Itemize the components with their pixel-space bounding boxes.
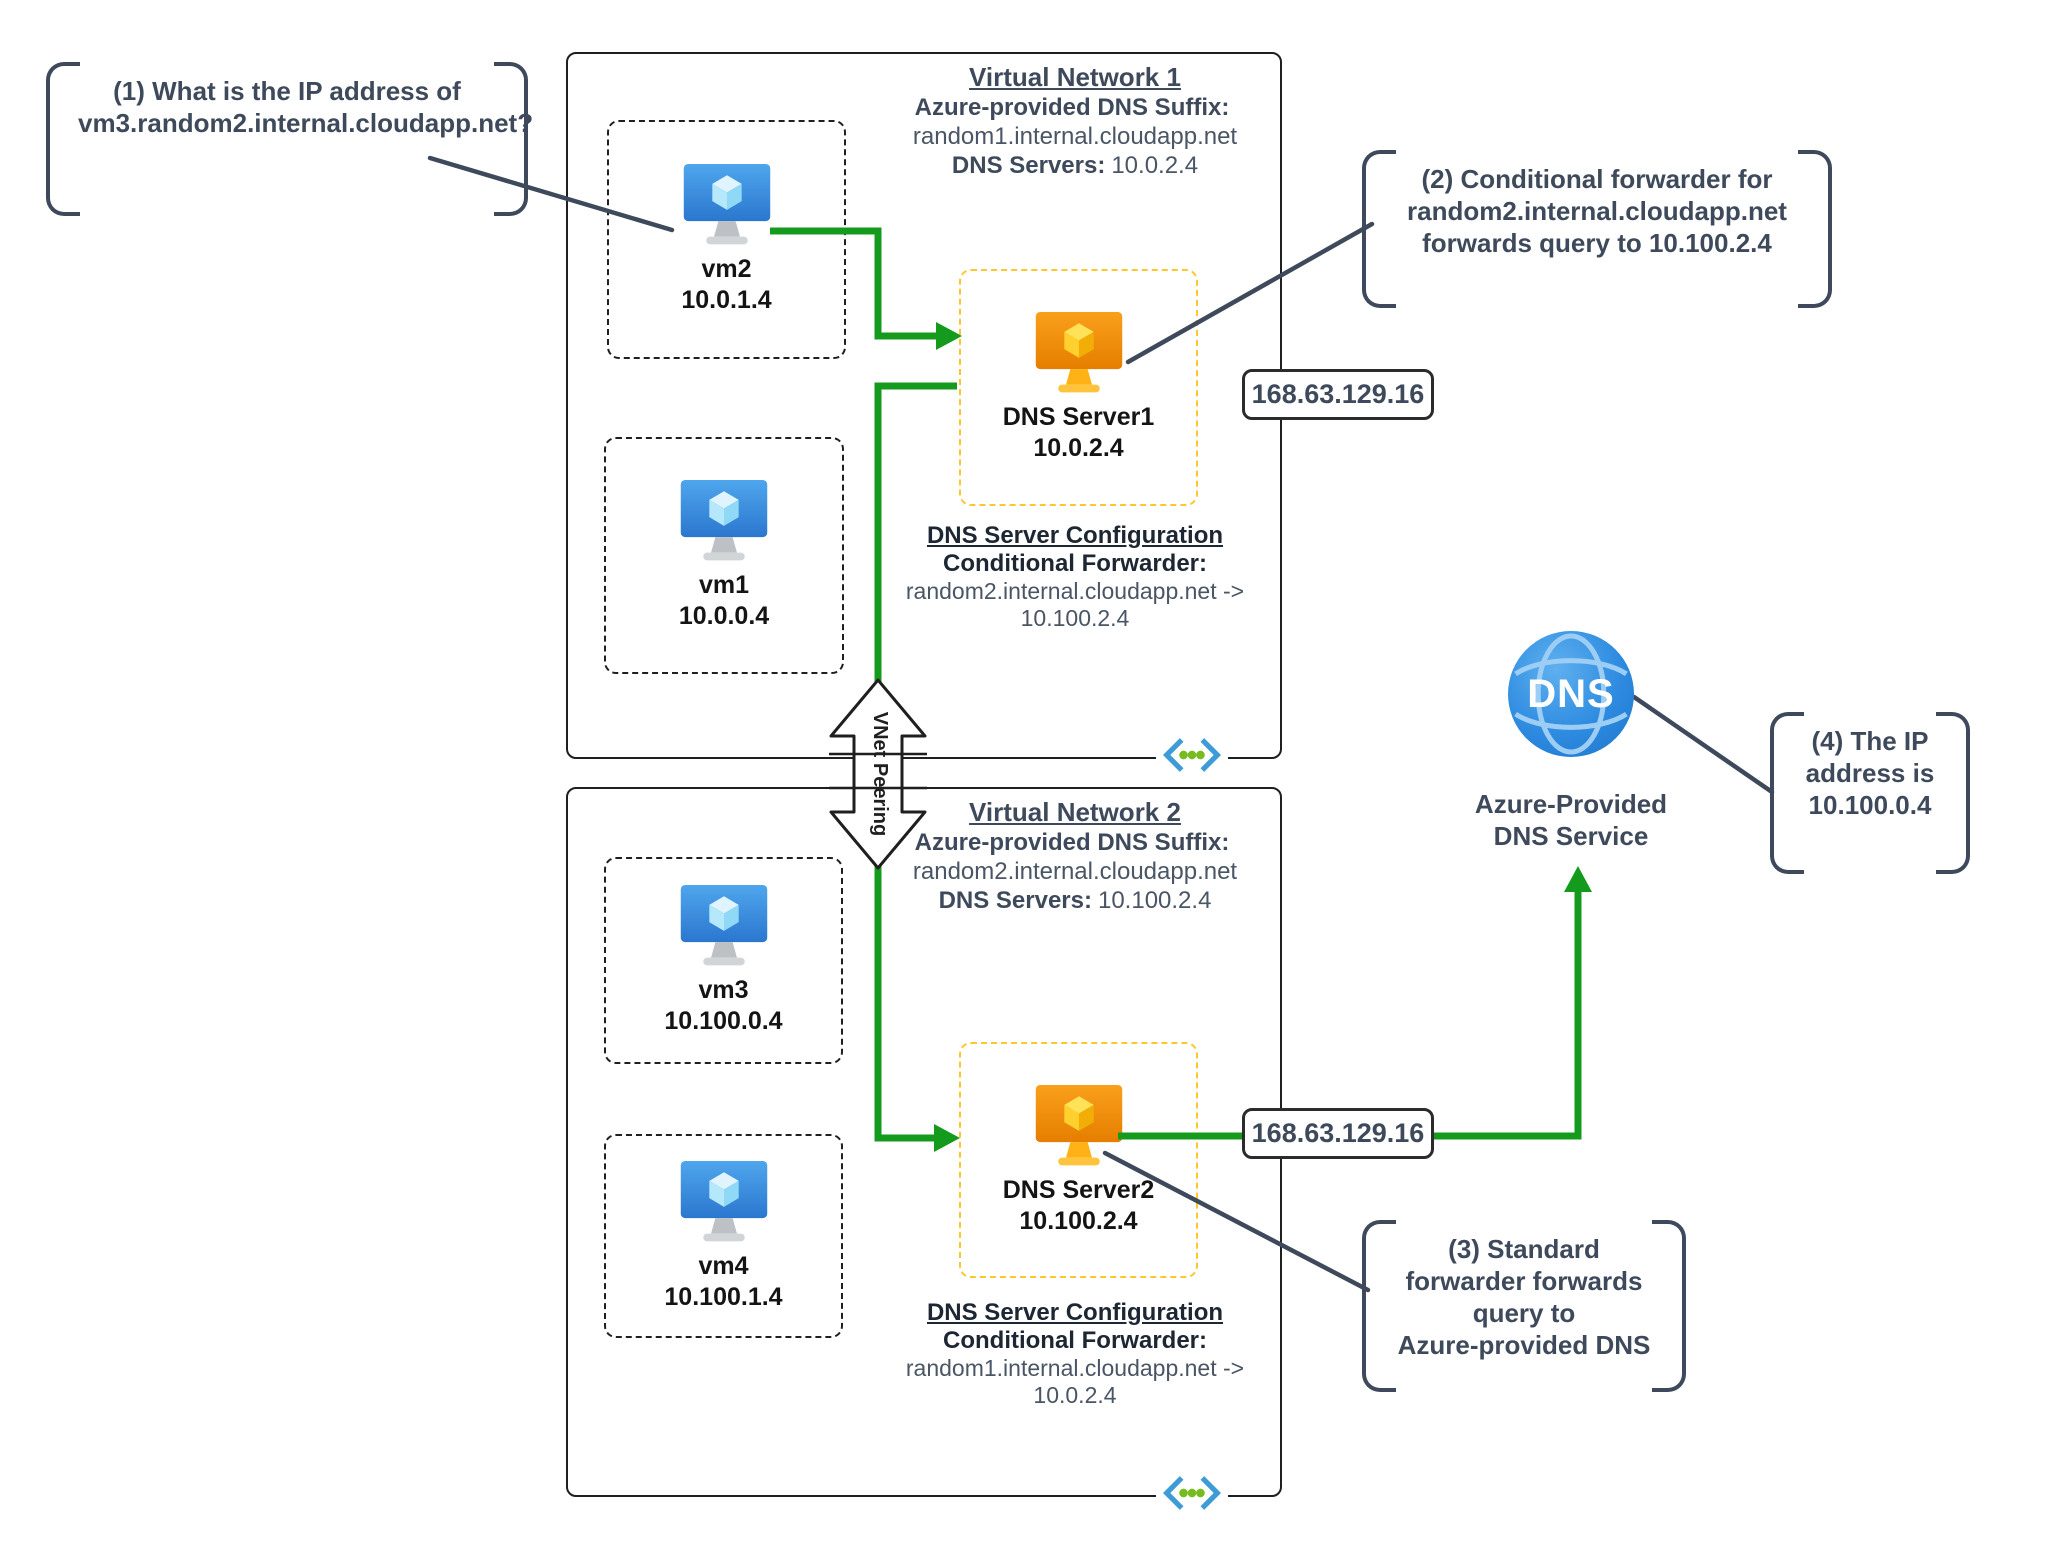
vm4-name: vm4: [698, 1251, 749, 1280]
vnet1-badge: [1156, 732, 1228, 778]
nat-ip-pill-vnet2: 168.63.129.16: [1242, 1108, 1434, 1159]
callout3-line2: forwarder forwards: [1405, 1266, 1643, 1296]
vm3-name: vm3: [698, 976, 749, 1004]
virtual-network-icon: [1161, 734, 1223, 776]
callout4-line1: (4) The IP: [1811, 726, 1929, 756]
vnet2-suffix-label: Azure-provided DNS Suffix:: [914, 829, 1230, 856]
callout-1: (1) What is the IP address of vm3.random…: [46, 62, 534, 216]
arrowhead-azuredns: [1564, 866, 1592, 892]
callout3-line1: (3) Standard: [1448, 1234, 1600, 1264]
connector-globe-callout4: [1631, 694, 1775, 795]
vnet2-box: Virtual Network 2 Azure-provided DNS Suf…: [566, 787, 1282, 1497]
vm-monitor-icon: [672, 885, 776, 968]
bracket-left: [46, 62, 80, 216]
callout3-line4: Azure-provided DNS: [1397, 1330, 1651, 1360]
vnet1-box: Virtual Network 1 Azure-provided DNS Suf…: [566, 52, 1282, 759]
vnet1-suffix-value: random1.internal.cloudapp.net: [912, 123, 1238, 150]
vnet1-dns-label: DNS Servers:: [951, 152, 1106, 179]
vnet2-title: Virtual Network 2: [969, 797, 1181, 827]
vm2-box: vm2 10.0.1.4: [607, 120, 846, 359]
dns-server1-box: DNS Server1 10.0.2.4: [959, 269, 1198, 506]
callout4-line2: address is: [1805, 758, 1935, 788]
vnet1-dns-value: 10.0.2.4: [1111, 152, 1199, 179]
dns-config1: DNS Server Configuration Conditional For…: [842, 522, 1308, 632]
callout3-line3: query to: [1472, 1298, 1576, 1328]
vm1-box: vm1 10.0.0.4: [604, 437, 844, 674]
callout-2: (2) Conditional forwarder for random2.in…: [1362, 150, 1832, 308]
dns-globe-text: DNS: [1527, 671, 1615, 716]
dns-config1-title: DNS Server Configuration: [926, 522, 1224, 549]
vm-monitor-icon: [672, 480, 776, 563]
vnet2-badge: [1156, 1470, 1228, 1516]
vnet2-suffix-value: random2.internal.cloudapp.net: [912, 858, 1238, 885]
vm4-ip: 10.100.1.4: [664, 1282, 783, 1311]
azure-dns-service-label: Azure-Provided DNS Service: [1421, 788, 1721, 852]
dns-config2-title: DNS Server Configuration: [926, 1299, 1224, 1326]
dns-server2-ip: 10.100.2.4: [1019, 1206, 1138, 1235]
vnet2-header: Virtual Network 2 Azure-provided DNS Suf…: [852, 797, 1298, 915]
virtual-network-icon: [1161, 1472, 1223, 1514]
dns-server1-ip: 10.0.2.4: [1033, 434, 1124, 462]
dns-config1-target: 10.100.2.4: [1020, 605, 1130, 631]
callout2-line1: (2) Conditional forwarder for: [1421, 164, 1773, 194]
callout-3: (3) Standard forwarder forwards query to…: [1362, 1220, 1686, 1392]
dns-config2: DNS Server Configuration Conditional For…: [842, 1299, 1308, 1409]
dns-config1-rule: random2.internal.cloudapp.net ->: [905, 578, 1245, 604]
callout1-line2: vm3.random2.internal.cloudapp.net?: [78, 108, 534, 138]
vm1-name: vm1: [698, 571, 750, 599]
bracket-right: [1936, 712, 1970, 874]
dns-globe-icon: DNS: [1508, 631, 1634, 757]
vnet2-dns-value: 10.100.2.4: [1097, 887, 1212, 914]
callout4-line3: 10.100.0.4: [1808, 790, 1932, 820]
dns-server2-box: DNS Server2 10.100.2.4: [959, 1042, 1198, 1278]
vm2-name: vm2: [701, 255, 752, 283]
dns-config2-target: 10.0.2.4: [1033, 1382, 1117, 1408]
vm4-box: vm4 10.100.1.4: [604, 1134, 843, 1338]
vnet1-title: Virtual Network 1: [969, 62, 1181, 92]
vm2-ip: 10.0.1.4: [681, 286, 772, 314]
nat-ip-pill-vnet1: 168.63.129.16: [1242, 369, 1434, 420]
globe-lines-icon: [1514, 633, 1628, 755]
vm1-ip: 10.0.0.4: [678, 602, 770, 630]
dns-config1-forwarder-label: Conditional Forwarder:: [943, 550, 1207, 577]
callout2-line3: forwards query to 10.100.2.4: [1422, 228, 1772, 258]
bracket-left: [1362, 1220, 1396, 1392]
bracket-right: [1652, 1220, 1686, 1392]
vnet1-header: Virtual Network 1 Azure-provided DNS Suf…: [852, 62, 1298, 180]
vm-monitor-icon: [672, 1161, 776, 1244]
vm3-ip: 10.100.0.4: [664, 1007, 783, 1035]
vnet2-dns-label: DNS Servers:: [938, 887, 1092, 914]
azure-dns-label-line2: DNS Service: [1493, 821, 1649, 851]
vm3-box: vm3 10.100.0.4: [604, 857, 843, 1064]
vnet1-suffix-label: Azure-provided DNS Suffix:: [914, 94, 1230, 121]
azure-dns-label-line1: Azure-Provided: [1474, 789, 1668, 819]
dns-server2-name: DNS Server2: [1002, 1175, 1155, 1204]
vm-monitor-icon: [675, 164, 779, 247]
dns-server-icon: [1027, 312, 1131, 395]
dns-config2-rule: random1.internal.cloudapp.net ->: [905, 1355, 1245, 1381]
vnet-peering-label: VNet Peering: [869, 711, 891, 837]
callout1-line1: (1) What is the IP address of: [113, 76, 461, 106]
dns-server-icon: [1027, 1085, 1131, 1168]
dns-config2-forwarder-label: Conditional Forwarder:: [943, 1327, 1207, 1354]
dns-server1-name: DNS Server1: [1002, 403, 1155, 431]
bracket-right: [1798, 150, 1832, 308]
callout-4: (4) The IP address is 10.100.0.4: [1770, 712, 1970, 874]
callout2-line2: random2.internal.cloudapp.net: [1407, 196, 1787, 226]
